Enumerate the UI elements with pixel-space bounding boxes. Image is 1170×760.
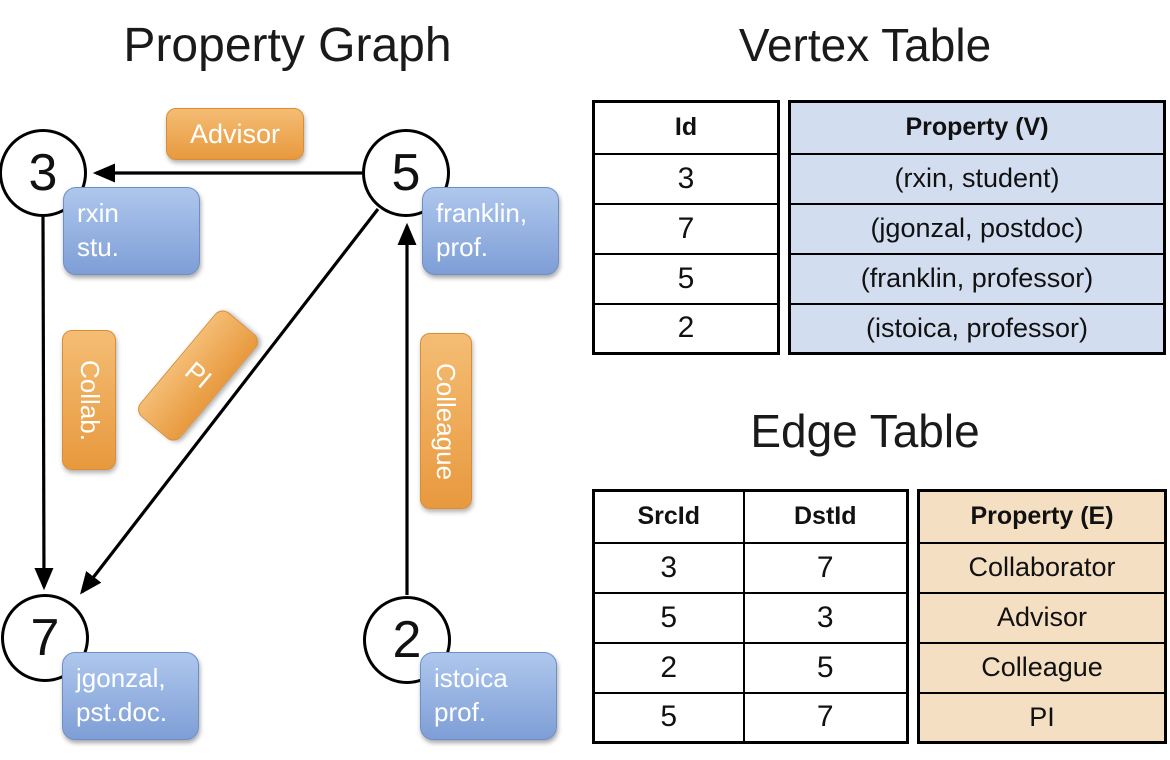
edge-srcid-cell: 5 bbox=[592, 591, 745, 644]
edge-dstid-cell: 7 bbox=[742, 541, 909, 594]
table-row: (jgonzal, postdoc) bbox=[788, 202, 1166, 255]
edge-label-text: Colleague bbox=[431, 362, 462, 480]
table-row: Colleague bbox=[917, 641, 1167, 694]
edge-srcid-cell: 3 bbox=[592, 541, 745, 594]
table-row: 5 3 bbox=[592, 591, 909, 644]
vertex-table-property-header: Property (V) bbox=[788, 100, 1166, 155]
table-row: Collaborator bbox=[917, 541, 1167, 594]
edge-label-collab: Collab. bbox=[62, 330, 116, 470]
edge-table-srcid-header: SrcId bbox=[592, 489, 745, 544]
edge-label-text: Collab. bbox=[74, 359, 105, 441]
vertex-table-id-column: Id 3 7 5 2 bbox=[592, 100, 780, 355]
vertex-table-property-column: Property (V) (rxin, student) (jgonzal, p… bbox=[788, 100, 1166, 355]
vertex-property-line: pst.doc. bbox=[76, 696, 168, 727]
vertex-property-line: prof. bbox=[436, 231, 489, 262]
vertex-property-line: franklin, bbox=[436, 198, 528, 228]
edge-label-text: Advisor bbox=[189, 118, 281, 149]
vertex-property-box-rxin: rxin stu. bbox=[63, 187, 200, 275]
edge-property-cell: PI bbox=[917, 691, 1167, 744]
edge-table-property-column: Property (E) Collaborator Advisor Collea… bbox=[917, 489, 1167, 744]
table-row: (franklin, professor) bbox=[788, 252, 1166, 305]
edge-property-cell: Colleague bbox=[917, 641, 1167, 694]
graph-edges bbox=[34, 163, 417, 595]
edge-arrow-3-to-7 bbox=[34, 216, 54, 591]
edge-dstid-cell: 7 bbox=[742, 691, 909, 744]
edge-dstid-cell: 3 bbox=[742, 591, 909, 644]
vertex-id-label: 3 bbox=[28, 144, 58, 202]
vertex-node-2: 2 bbox=[363, 596, 451, 684]
table-row: 2 bbox=[592, 302, 780, 355]
edge-srcid-cell: 2 bbox=[592, 641, 745, 694]
edge-property-cell: Advisor bbox=[917, 591, 1167, 644]
vertex-property-cell: (jgonzal, postdoc) bbox=[788, 202, 1166, 255]
vertex-property-line: jgonzal, bbox=[76, 663, 166, 693]
vertex-id-label: 2 bbox=[392, 611, 422, 669]
vertex-property-cell: (rxin, student) bbox=[788, 152, 1166, 205]
table-row: (rxin, student) bbox=[788, 152, 1166, 205]
edge-srcid-cell: 5 bbox=[592, 691, 745, 744]
table-row: 3 bbox=[592, 152, 780, 205]
edge-table-id-columns: SrcId DstId 3 7 5 3 2 5 5 7 bbox=[592, 489, 909, 744]
edge-property-cell: Collaborator bbox=[917, 541, 1167, 594]
vertex-property-line: istoica bbox=[434, 663, 508, 693]
vertex-table-title: Vertex Table bbox=[738, 19, 992, 71]
vertex-property-cell: (istoica, professor) bbox=[788, 302, 1166, 355]
edge-dstid-cell: 5 bbox=[742, 641, 909, 694]
table-row: 5 7 bbox=[592, 691, 909, 744]
vertex-table-id-header: Id bbox=[592, 100, 780, 155]
vertex-id-label: 7 bbox=[30, 609, 60, 667]
vertex-property-cell: (franklin, professor) bbox=[788, 252, 1166, 305]
edge-label-advisor: Advisor bbox=[166, 108, 304, 160]
vertex-node-5: 5 bbox=[362, 129, 450, 217]
table-row: 2 5 bbox=[592, 641, 909, 694]
edge-label-text: PI bbox=[179, 355, 218, 395]
edge-table-property-header: Property (E) bbox=[917, 489, 1167, 544]
vertex-id-cell: 3 bbox=[592, 152, 780, 205]
property-graph-title: Property Graph bbox=[123, 19, 452, 72]
vertex-property-line: stu. bbox=[77, 231, 119, 262]
vertex-id-cell: 5 bbox=[592, 252, 780, 305]
table-row: 7 bbox=[592, 202, 780, 255]
table-row: 3 7 bbox=[592, 541, 909, 594]
vertex-property-line: rxin bbox=[77, 198, 119, 228]
edge-table-title: Edge Table bbox=[750, 405, 980, 457]
edge-label-colleague: Colleague bbox=[420, 333, 472, 509]
table-row: PI bbox=[917, 691, 1167, 744]
vertex-id-cell: 7 bbox=[592, 202, 780, 255]
vertex-property-box-jgonzal: jgonzal, pst.doc. bbox=[62, 652, 199, 740]
table-row: (istoica, professor) bbox=[788, 302, 1166, 355]
edge-table-dstid-header: DstId bbox=[742, 489, 909, 544]
vertex-property-box-istoica: istoica prof. bbox=[420, 652, 557, 740]
table-row: 5 bbox=[592, 252, 780, 305]
vertex-id-label: 5 bbox=[391, 144, 421, 202]
vertex-id-cell: 2 bbox=[592, 302, 780, 355]
vertex-property-box-franklin: franklin, prof. bbox=[422, 187, 559, 275]
edge-arrow-5-to-7 bbox=[80, 208, 380, 595]
table-row: Advisor bbox=[917, 591, 1167, 644]
vertex-property-line: prof. bbox=[434, 696, 487, 727]
